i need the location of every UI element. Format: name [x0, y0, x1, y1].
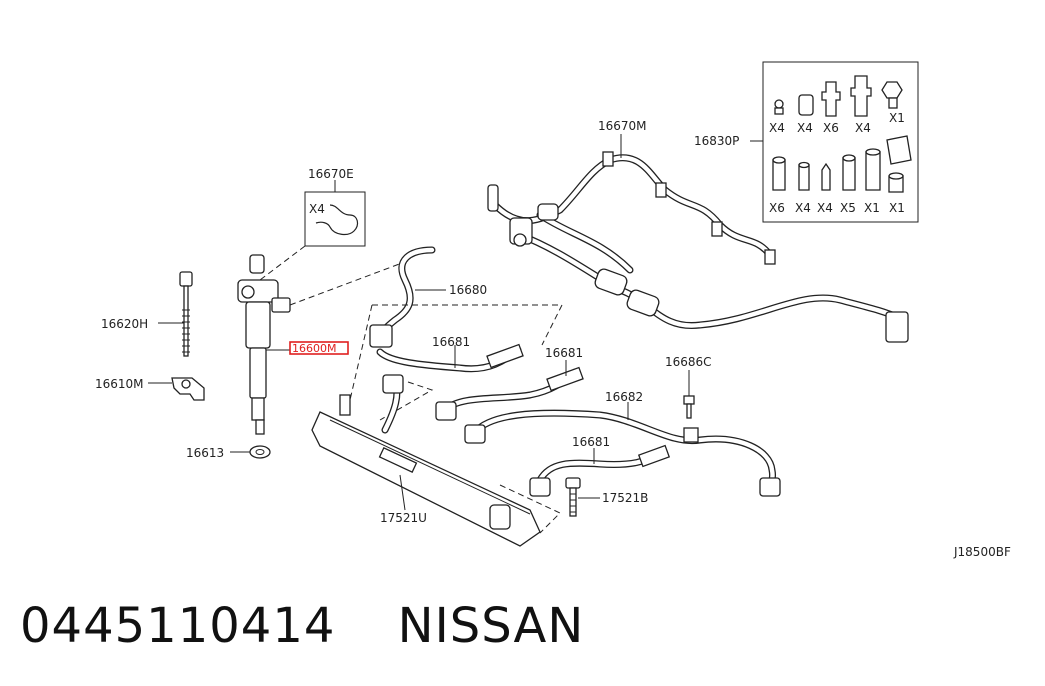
- tube-16681-b: [435, 360, 584, 421]
- bolt-16686C: [683, 370, 695, 419]
- reference-code: J18500BF: [953, 545, 1011, 559]
- rail-17521U: [311, 381, 561, 547]
- kit-qty-2-5: X1: [864, 201, 880, 215]
- label-16680: 16680: [449, 283, 487, 297]
- kit-16830P: X4 X4 X6 X4 X1 X6 X4 X4 X5 X1 X1: [750, 61, 919, 223]
- kit-qty-2-4: X5: [840, 201, 856, 215]
- bolt-16620H: [158, 271, 193, 357]
- label-16613: 16613: [186, 446, 224, 460]
- kit-qty-2-6: X1: [889, 201, 905, 215]
- clip-qty: X4: [309, 202, 325, 216]
- label-16610M: 16610M: [95, 377, 144, 391]
- label-16681-c: 16681: [572, 435, 610, 449]
- label-16681-b: 16681: [545, 346, 583, 360]
- label-16600M: 16600M: [292, 342, 336, 355]
- kit-qty-1-4: X4: [855, 121, 871, 135]
- kit-qty-1-5: X1: [889, 111, 905, 125]
- kit-qty-1-2: X4: [797, 121, 813, 135]
- clip-16670E: [259, 180, 366, 281]
- label-16830P: 16830P: [694, 134, 739, 148]
- part-number: 0445110414: [20, 598, 336, 654]
- label-16670E: 16670E: [308, 167, 354, 181]
- kit-row2-icons: [772, 135, 912, 193]
- tube-16681-c: [529, 444, 671, 497]
- label-16620H: 16620H: [101, 317, 148, 331]
- kit-qty-2-1: X6: [769, 201, 785, 215]
- seal-16613: [230, 445, 271, 459]
- label-17521U: 17521U: [380, 511, 427, 525]
- clamp-16610M: [148, 377, 205, 401]
- label-17521B: 17521B: [602, 491, 648, 505]
- label-16682: 16682: [605, 390, 643, 404]
- footer-caption: 0445110414 NISSAN: [20, 598, 584, 668]
- tube-16682: [464, 402, 781, 497]
- tube-16681-a: [376, 343, 524, 434]
- tube-16680: [349, 246, 563, 401]
- kit-row1-icons: [774, 75, 903, 117]
- kit-qty-1-3: X6: [823, 121, 839, 135]
- label-16686C: 16686C: [665, 355, 712, 369]
- brand-name: NISSAN: [397, 598, 585, 654]
- kit-qty-1-1: X4: [769, 121, 785, 135]
- bolt-17521B: [565, 477, 600, 517]
- injector-16600M: [237, 254, 411, 435]
- kit-qty-2-2: X4: [795, 201, 811, 215]
- return-hose-16670M: [487, 134, 909, 343]
- label-16681-a: 16681: [432, 335, 470, 349]
- highlight-16600M: [289, 341, 349, 355]
- label-16670M: 16670M: [598, 119, 647, 133]
- kit-qty-2-3: X4: [817, 201, 833, 215]
